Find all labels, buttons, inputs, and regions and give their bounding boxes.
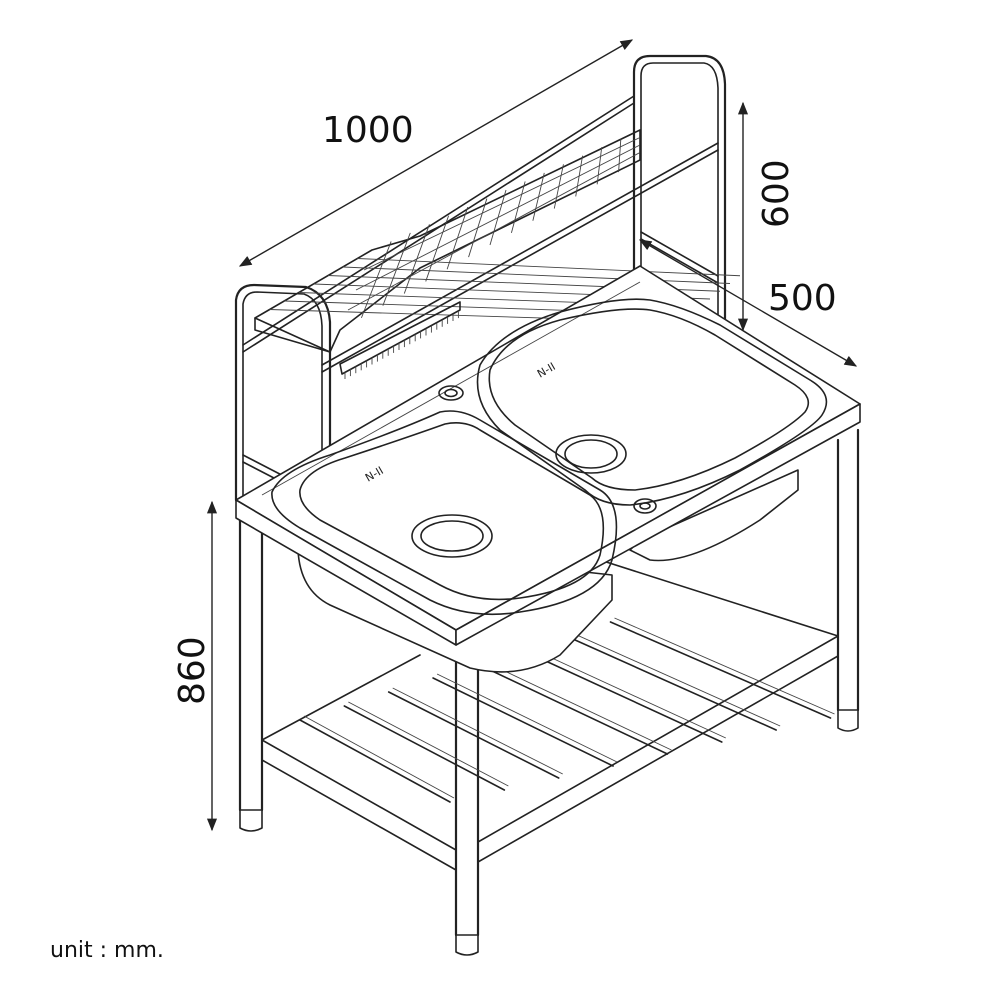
bottom-shelf-slats (299, 617, 835, 803)
depth-label: 500 (768, 278, 837, 319)
shelf-slat (392, 687, 563, 775)
shelf-slat (569, 631, 781, 727)
width-dimension-line (238, 39, 634, 267)
table-legs (238, 428, 860, 956)
shelf-slat (387, 691, 560, 779)
shelf-slat (476, 663, 669, 755)
shelf-slat (481, 659, 672, 751)
shelf-slat (565, 635, 777, 731)
shelf-slat (432, 677, 614, 767)
wire-rod (355, 144, 641, 291)
bottom-shelf (261, 559, 839, 871)
rack-height-label: 600 (756, 159, 797, 228)
wire-rod (347, 152, 641, 311)
wire-rod (342, 266, 731, 284)
width-label: 1000 (322, 110, 414, 151)
shelf-slat (525, 645, 726, 739)
wire-rod (363, 137, 641, 271)
dimension-lines (206, 39, 858, 832)
shelf-slat (520, 649, 723, 743)
unit-label: unit : mm. (50, 938, 164, 963)
shelf-slat (303, 715, 455, 799)
shelf-slat (348, 701, 509, 787)
depth-dimension-line (638, 239, 858, 367)
shelf-slat (436, 673, 618, 763)
drainer-teeth (344, 311, 459, 379)
table-height-label: 860 (172, 636, 213, 705)
wire-rod (357, 258, 741, 277)
shelf-slat (614, 617, 835, 715)
shelf-slat (609, 621, 832, 719)
shelf-slat (299, 719, 451, 803)
shelf-slat (343, 705, 506, 791)
